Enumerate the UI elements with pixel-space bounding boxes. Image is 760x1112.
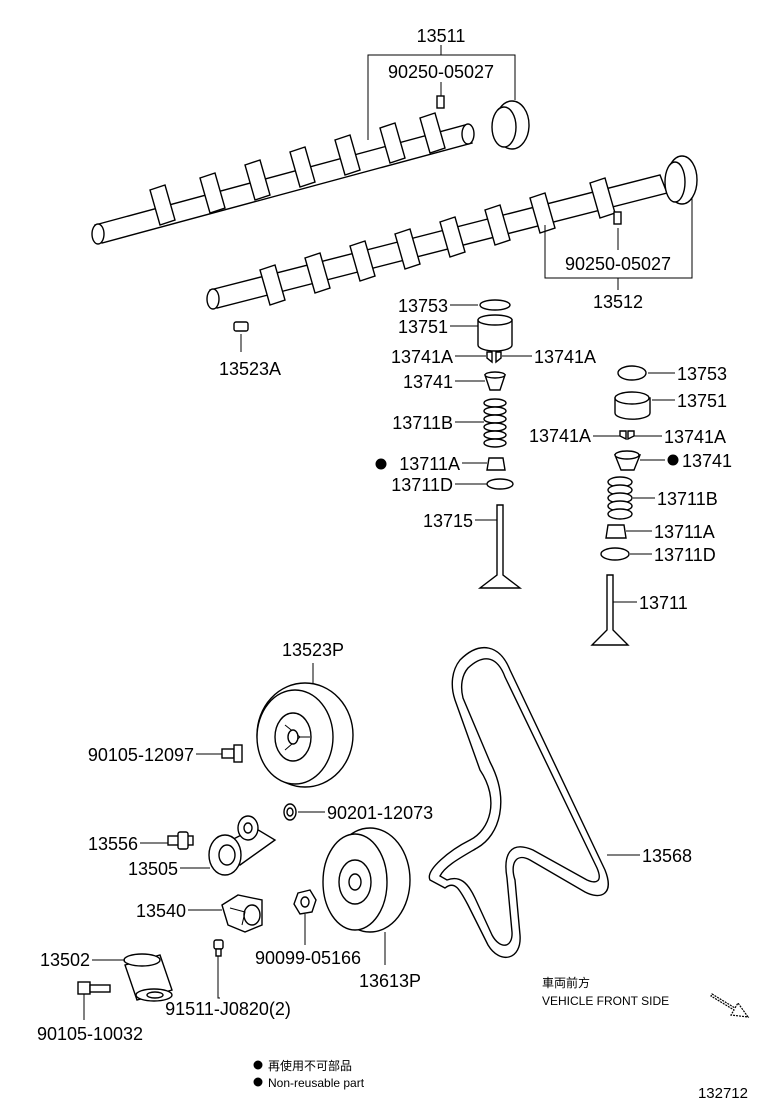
keeper-left-a (486, 351, 493, 364)
timing-belt: 13568 (428, 647, 692, 958)
label-13511: 13511 (417, 26, 466, 46)
label-13715: 13715 (423, 511, 473, 531)
label-13711: 13711 (639, 593, 688, 613)
label-91511-J0820: 91511-J0820(2) (165, 999, 291, 1019)
label-13711A-left: 13711A (399, 454, 460, 474)
knock-pin-upper (436, 95, 445, 109)
legend-en: Non-reusable part (268, 1076, 365, 1090)
front-direction-arrow-icon (710, 993, 750, 1018)
crankshaft-timing-pulley: 13613P 90099-05166 (255, 827, 421, 991)
pulley-bolt (221, 744, 243, 763)
non-reusable-dot-icon (253, 1060, 263, 1070)
spacer-bolt (77, 981, 111, 995)
label-90250-lower: 90250-05027 (565, 254, 671, 274)
shim-left (479, 299, 511, 311)
pulley-nut (293, 889, 317, 915)
non-reusable-dot-icon (253, 1077, 263, 1087)
shim-right (617, 365, 647, 381)
knock-pin-lower (613, 211, 622, 225)
bracket-bolt (213, 939, 224, 957)
non-reusable-dot-icon (375, 458, 387, 470)
non-reusable-dot-icon (667, 454, 679, 466)
intake-valve-stack: 13753 13751 13741A 13741A 13741 13711B 1… (529, 364, 732, 646)
label-90250-upper: 90250-05027 (388, 62, 494, 82)
intake-cam-gear (491, 100, 530, 150)
label-13741-right: 13741 (682, 451, 732, 471)
exhaust-camshaft (206, 174, 668, 310)
spacer-group: 13502 90105-10032 (37, 950, 173, 1044)
front-direction-jp: 車両前方 (542, 975, 590, 990)
label-13523A: 13523A (219, 359, 281, 379)
label-13753-right: 13753 (677, 364, 727, 384)
valve-exhaust (477, 504, 523, 589)
label-13741A-right-1: 13741A (529, 426, 591, 446)
label-90201-12073: 90201-12073 (327, 803, 433, 823)
tensioner-bracket (221, 894, 263, 933)
label-90105-12097: 90105-12097 (88, 745, 194, 765)
valve-intake (590, 574, 630, 646)
keeper-right-a (619, 430, 627, 441)
label-13711D-left: 13711D (391, 475, 453, 495)
camshaft-group: 13511 90250-05027 90250-05027 13512 1352… (91, 26, 698, 379)
front-direction-en: VEHICLE FRONT SIDE (542, 994, 669, 1008)
camshaft-timing-pulley: 13523P 90105-12097 90201-12073 (88, 640, 433, 823)
spring-left (483, 398, 507, 448)
diagram-id: 132712 (698, 1085, 748, 1102)
tensioner-bolt (167, 831, 194, 850)
label-13711B-left: 13711B (392, 413, 453, 433)
label-13741A-right-2: 13741A (664, 427, 726, 447)
seat-left (486, 478, 514, 490)
keeper-left-b (495, 351, 502, 364)
label-13751-left: 13751 (398, 317, 448, 337)
legend-jp: 再使用不可部品 (268, 1058, 352, 1073)
label-13741-left: 13741 (403, 372, 453, 392)
label-13741A-left-2: 13741A (534, 347, 596, 367)
label-13613P: 13613P (359, 971, 421, 991)
label-13505: 13505 (128, 859, 178, 879)
seal-left (486, 457, 506, 471)
label-90105-10032: 90105-10032 (37, 1024, 143, 1044)
intake-camshaft (91, 112, 475, 245)
idler-spacer (123, 953, 173, 1002)
tensioner-group: 13556 13505 13540 91511-J0820(2) (88, 815, 291, 1019)
label-13540: 13540 (136, 901, 186, 921)
label-13751-right: 13751 (677, 391, 727, 411)
label-13711B-right: 13711B (657, 489, 718, 509)
seal-right (605, 524, 627, 539)
exhaust-valve-stack: 13753 13751 13741A 13741A 13741 13711B 1… (375, 296, 596, 589)
seat-right (600, 547, 630, 561)
label-13711D-right: 13711D (654, 545, 716, 565)
spring-right (607, 476, 633, 520)
label-13568: 13568 (642, 846, 692, 866)
idler-pulley (208, 815, 277, 876)
front-direction-indicator: 車両前方 VEHICLE FRONT SIDE (542, 975, 750, 1018)
label-13523P: 13523P (282, 640, 344, 660)
camshaft-key (233, 321, 249, 332)
label-13502: 13502 (40, 950, 90, 970)
label-13741A-left-1: 13741A (391, 347, 453, 367)
keeper-right-b (627, 430, 635, 441)
label-90099-05166: 90099-05166 (255, 948, 361, 968)
exhaust-cam-gear (664, 155, 698, 205)
label-13512: 13512 (593, 292, 643, 312)
label-13556: 13556 (88, 834, 138, 854)
legend: 再使用不可部品 Non-reusable part (253, 1058, 365, 1090)
label-13753-left: 13753 (398, 296, 448, 316)
lifter-left (477, 319, 513, 352)
label-13711A-right: 13711A (654, 522, 715, 542)
